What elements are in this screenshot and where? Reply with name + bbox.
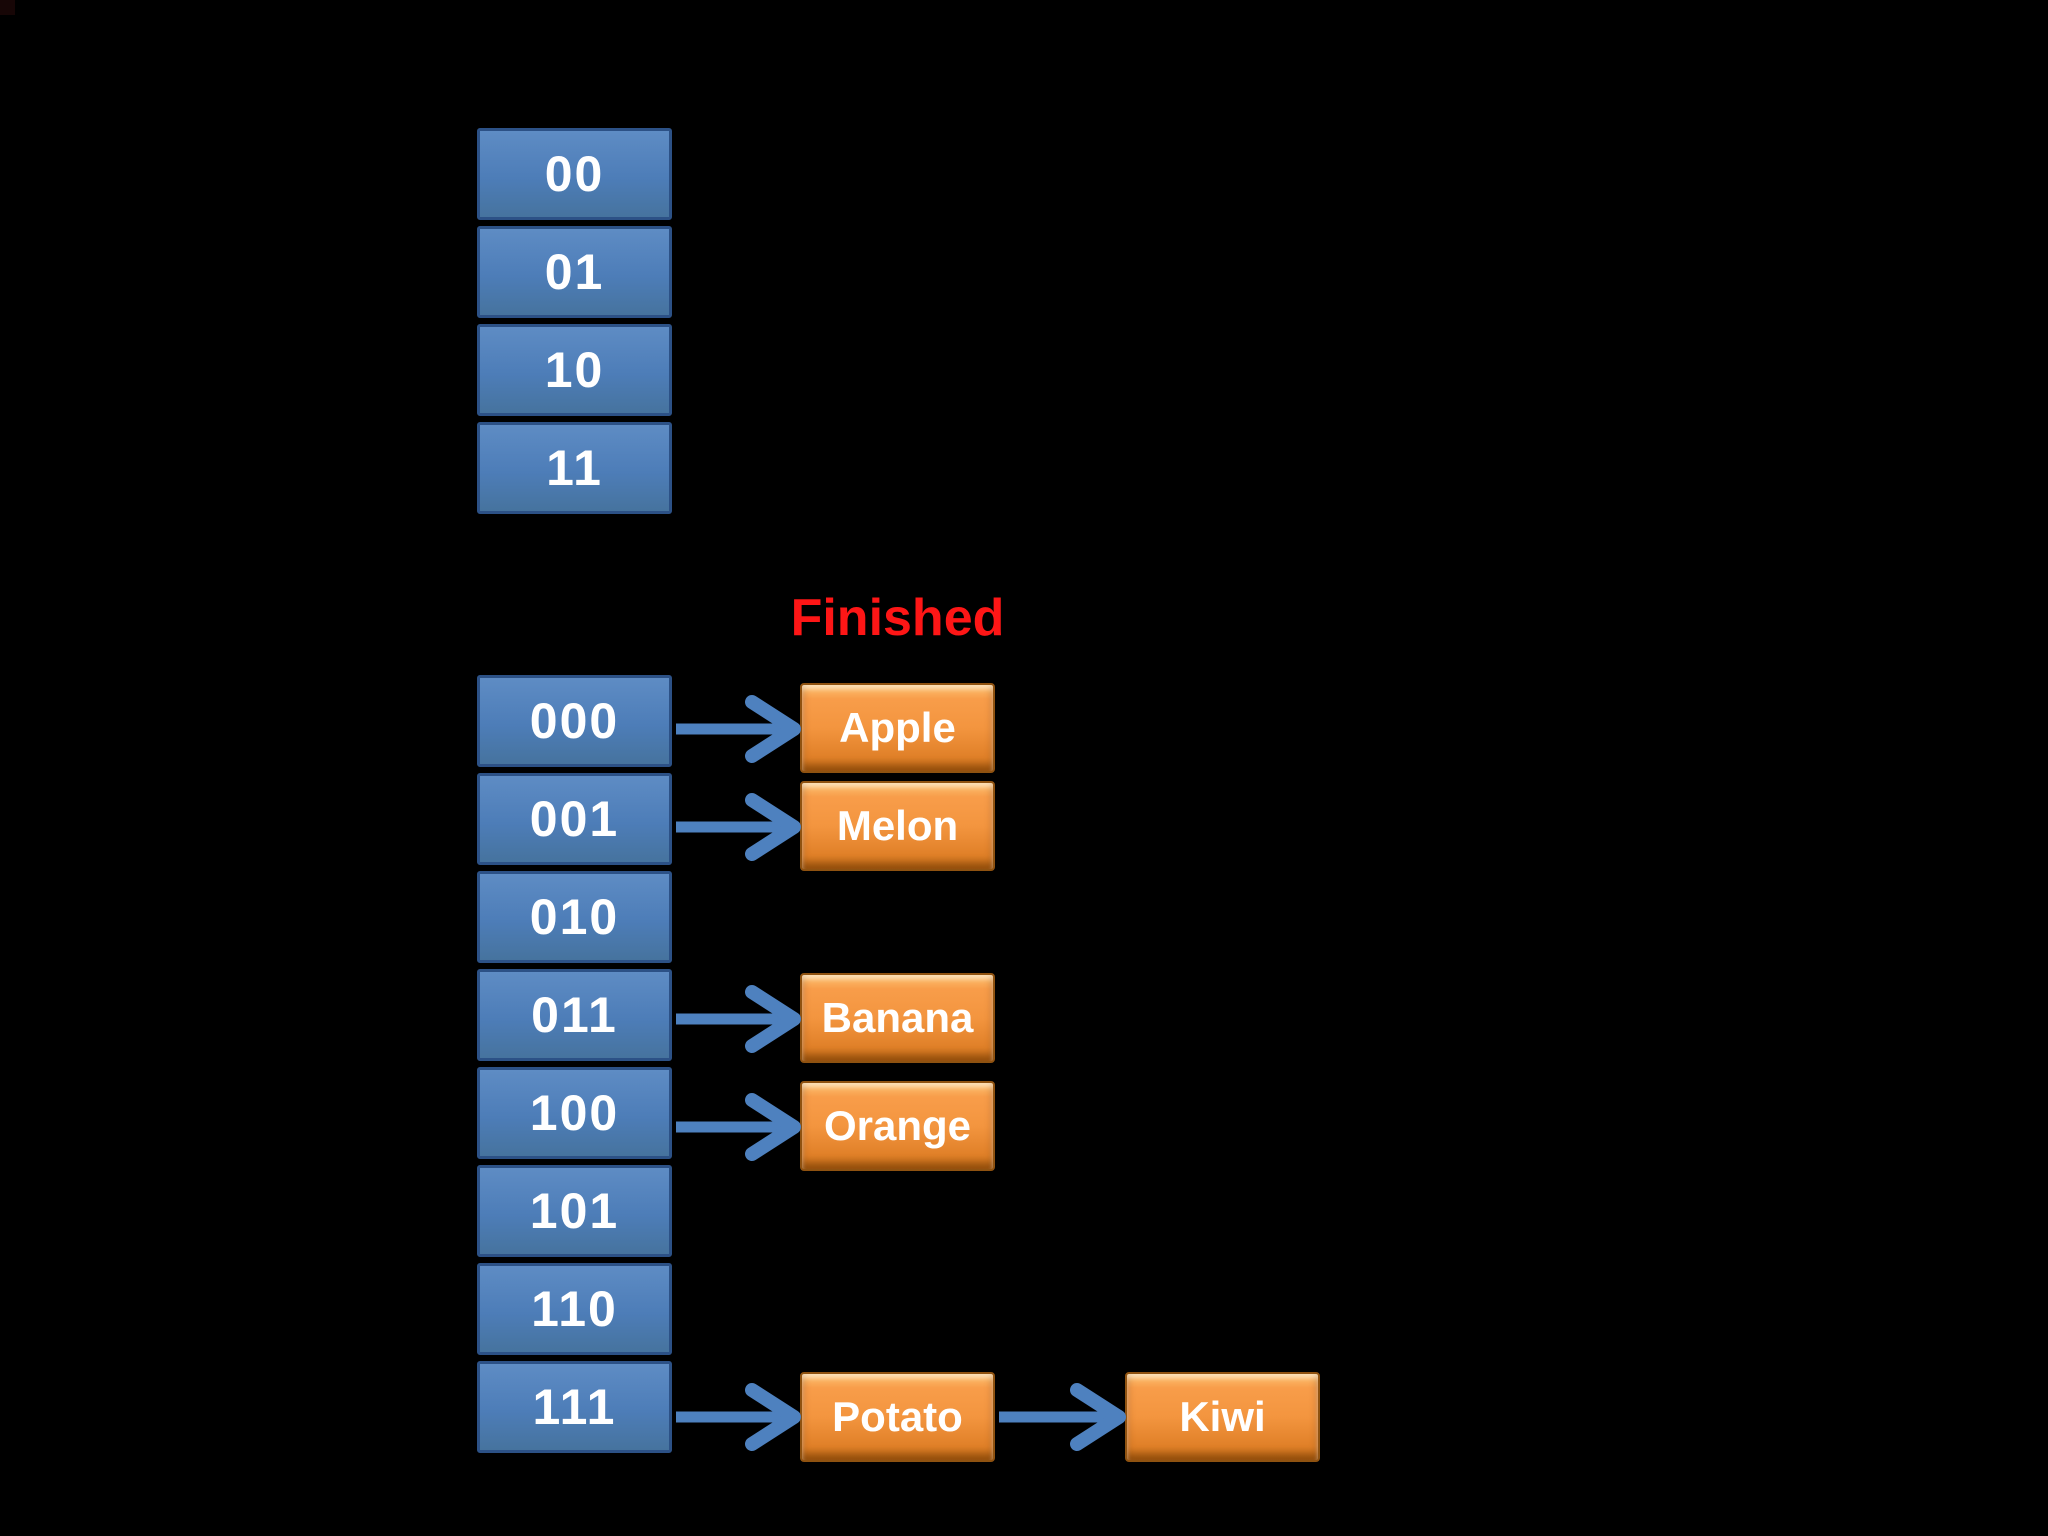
entry-apple: Apple [800, 683, 995, 773]
bucket-011: 011 [477, 969, 672, 1061]
bucket-10: 10 [477, 324, 672, 416]
bucket-11: 11 [477, 422, 672, 514]
corner-artifact [0, 0, 15, 15]
bucket-001: 001 [477, 773, 672, 865]
entry-potato: Potato [800, 1372, 995, 1462]
arrow-001-to-melon [676, 793, 801, 861]
entry-banana: Banana [800, 973, 995, 1063]
arrow-100-to-orange [676, 1093, 801, 1161]
bucket-110: 110 [477, 1263, 672, 1355]
bucket-100: 100 [477, 1067, 672, 1159]
arrow-potato-to-kiwi [999, 1383, 1126, 1451]
entry-orange: Orange [800, 1081, 995, 1171]
entry-melon: Melon [800, 781, 995, 871]
bucket-010: 010 [477, 871, 672, 963]
arrow-111-to-potato [676, 1383, 801, 1451]
bucket-000: 000 [477, 675, 672, 767]
finished-label: Finished [790, 589, 1005, 647]
entry-kiwi: Kiwi [1125, 1372, 1320, 1462]
bucket-111: 111 [477, 1361, 672, 1453]
arrow-011-to-banana [676, 985, 801, 1053]
bucket-101: 101 [477, 1165, 672, 1257]
bucket-01: 01 [477, 226, 672, 318]
bucket-00: 00 [477, 128, 672, 220]
arrow-000-to-apple [676, 695, 801, 763]
